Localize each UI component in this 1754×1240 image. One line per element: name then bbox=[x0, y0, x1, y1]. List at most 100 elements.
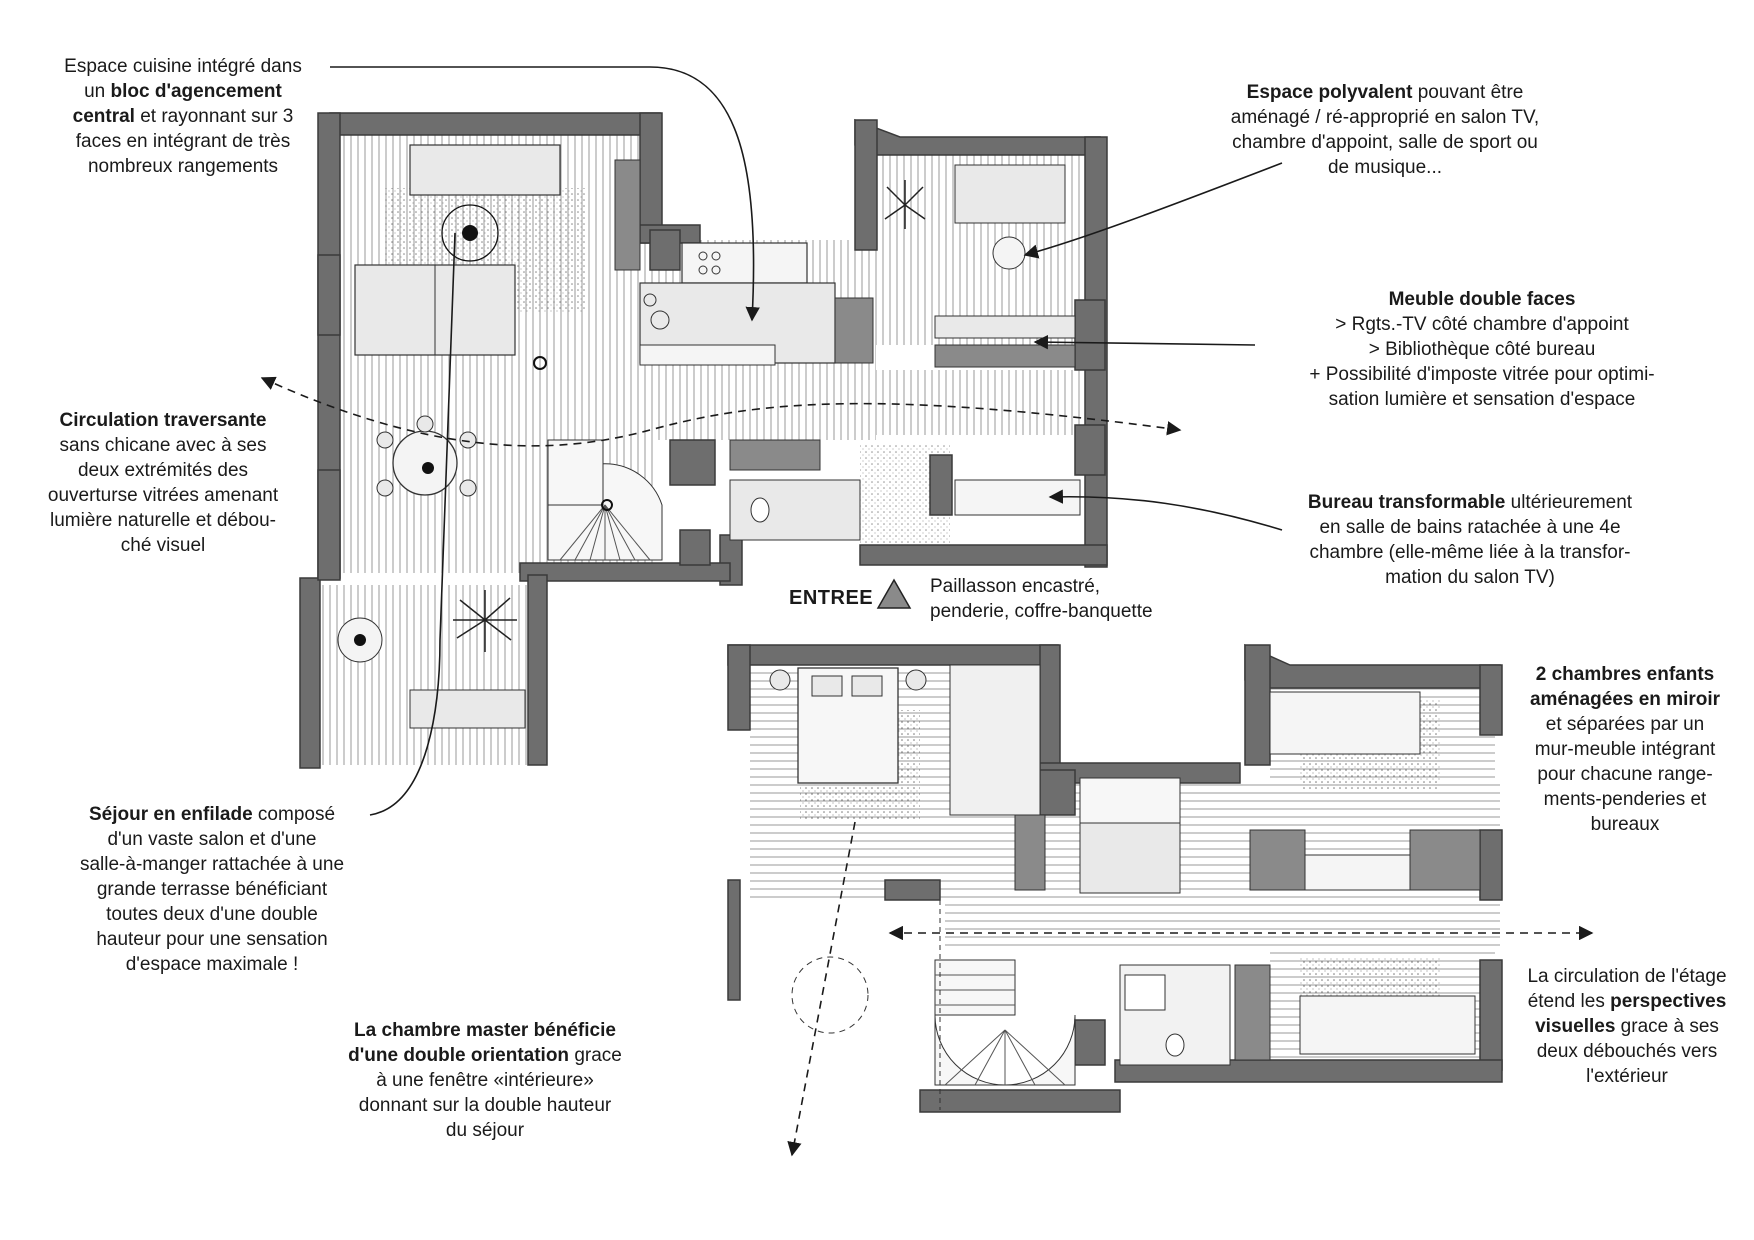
sofa-top bbox=[409, 144, 561, 196]
wall-top-left bbox=[329, 112, 661, 136]
master-void-circle bbox=[791, 956, 869, 1034]
note-master-line: La chambre master bénéficie bbox=[354, 1020, 616, 1041]
note-circulation-line: deux extrémités des bbox=[77, 460, 249, 481]
note-circulation-line: ouverturse vitrées amenant bbox=[47, 485, 279, 506]
leader-bureau bbox=[1048, 489, 1283, 531]
note-enfants-line: pour chacune range- bbox=[1537, 764, 1713, 785]
master-view-arrow bbox=[787, 821, 856, 1157]
note-master-line: à une fenêtre «intérieure» bbox=[376, 1070, 594, 1091]
plant-polyvalent bbox=[884, 180, 926, 229]
note-enfants-line: et séparées par un bbox=[1545, 714, 1705, 735]
wall-kitchen-right bbox=[639, 112, 663, 244]
leader-kitchen bbox=[330, 66, 760, 322]
note-entree-line: Paillasson encastré, bbox=[930, 576, 1101, 597]
note-sejour-line: hauteur pour une sensation bbox=[96, 929, 328, 950]
note-enfants-line: aménagées en miroir bbox=[1529, 689, 1721, 710]
window-right bbox=[1074, 299, 1106, 371]
kids-bed-1 bbox=[1269, 691, 1421, 755]
note-bureau-line: Bureau transformable ultérieurement bbox=[1307, 492, 1633, 513]
marker-kitchen-ring bbox=[441, 204, 499, 262]
circulation-arrow bbox=[260, 376, 1182, 447]
note-enfants-line: bureaux bbox=[1590, 814, 1660, 835]
note-etage-line: étend les perspectives bbox=[1527, 991, 1727, 1012]
upper-wall-core-1 bbox=[1039, 769, 1076, 816]
note-meuble-line: > Rgts.-TV côté chambre d'appoint bbox=[1335, 314, 1629, 335]
ground-stair bbox=[547, 439, 663, 561]
note-entree-line: penderie, coffre-banquette bbox=[930, 601, 1153, 622]
note-polyvalent-line: chambre d'appoint, salle de sport ou bbox=[1232, 132, 1538, 153]
kitchen-block bbox=[614, 159, 874, 366]
note-etage-line: deux débouchés vers bbox=[1536, 1041, 1718, 1062]
upper-bathroom bbox=[1014, 777, 1181, 894]
terrace-floor bbox=[315, 585, 547, 765]
note-circulation-line: lumière naturelle et débou- bbox=[49, 510, 277, 531]
note-circulation-line: Circulation traversante bbox=[59, 410, 267, 431]
entree-triangle-icon bbox=[876, 578, 912, 609]
window-left-2 bbox=[317, 469, 341, 581]
marker-terrace bbox=[354, 634, 366, 646]
upper-wall-core-2 bbox=[1074, 1019, 1106, 1066]
plant-terrace bbox=[453, 590, 517, 652]
marker-post bbox=[533, 356, 547, 370]
leader-meuble bbox=[1033, 334, 1256, 350]
wall-bottom-mid bbox=[519, 562, 731, 582]
note-etage-line: La circulation de l'étage bbox=[1527, 966, 1727, 987]
note-bureau-line: chambre (elle-même liée à la transfor- bbox=[1309, 542, 1631, 563]
note-entree: Paillasson encastré, penderie, coffre-ba… bbox=[930, 574, 1153, 624]
note-meuble-line: sation lumière et sensation d'espace bbox=[1328, 389, 1636, 410]
note-etage-line: l'extérieur bbox=[1586, 1066, 1668, 1087]
kids-storage-1 bbox=[1249, 829, 1306, 891]
note-sejour-line: Séjour en enfilade composé bbox=[88, 804, 336, 825]
note-kitchen-line: un bloc d'agencement bbox=[84, 81, 282, 102]
note-master: La chambre master bénéficie d'une double… bbox=[335, 1018, 635, 1143]
wc-room bbox=[729, 439, 861, 541]
master-bed bbox=[769, 667, 927, 784]
note-master-line: donnant sur la double hauteur bbox=[358, 1095, 612, 1116]
window-left-1 bbox=[317, 254, 341, 336]
upper-wall-kids-top bbox=[1244, 643, 1501, 689]
note-sejour-line: d'espace maximale ! bbox=[125, 954, 299, 975]
note-meuble-line: + Possibilité d'imposte vitrée pour opti… bbox=[1309, 364, 1655, 385]
wall-terrace-left bbox=[299, 577, 321, 769]
marker-stair bbox=[601, 499, 613, 511]
wall-core-1 bbox=[649, 229, 681, 271]
upper-wall-bottom-mid bbox=[919, 1089, 1121, 1113]
upper-wall-kids-left bbox=[1244, 644, 1271, 766]
note-kitchen-line: central et rayonnant sur 3 bbox=[72, 106, 294, 127]
kids-bed-2 bbox=[1299, 995, 1476, 1055]
note-meuble-line: Meuble double faces bbox=[1388, 289, 1576, 310]
note-enfants-line: mur-meuble intégrant bbox=[1534, 739, 1716, 760]
note-polyvalent-line: aménagé / ré-approprié en salon TV, bbox=[1230, 107, 1540, 128]
note-kitchen-line: faces en intégrant de très bbox=[75, 131, 291, 152]
upper-wall-right-3 bbox=[1479, 959, 1503, 1071]
note-sejour-line: grande terrasse bénéficiant bbox=[96, 879, 328, 900]
note-bureau: Bureau transformable ultérieurement en s… bbox=[1280, 490, 1660, 590]
upper-wall-left bbox=[727, 644, 751, 731]
entree-label: ENTREE bbox=[789, 587, 874, 609]
note-kitchen-line: nombreux rangements bbox=[87, 156, 279, 177]
note-bureau-line: mation du salon TV) bbox=[1385, 567, 1555, 588]
leader-sejour bbox=[369, 232, 456, 816]
upper-wall-right-1 bbox=[1479, 664, 1503, 736]
double-face-furniture bbox=[934, 315, 1076, 368]
note-kitchen-line: Espace cuisine intégré dans bbox=[64, 56, 302, 77]
marker-kitchen bbox=[462, 225, 478, 241]
note-polyvalent: Espace polyvalent pouvant être aménagé /… bbox=[1210, 80, 1560, 180]
marker-dining bbox=[422, 462, 434, 474]
wall-polyvalent-top bbox=[854, 118, 1101, 156]
wall-terrace-right bbox=[527, 574, 548, 766]
note-enfants-line: ments-penderies et bbox=[1543, 789, 1707, 810]
kids-desk bbox=[1304, 854, 1411, 891]
note-circulation-line: ché visuel bbox=[120, 535, 206, 556]
wall-bottom-right bbox=[859, 544, 1108, 566]
upper-stair bbox=[934, 959, 1076, 1086]
note-meuble: Meuble double faces > Rgts.-TV côté cham… bbox=[1262, 287, 1702, 412]
wall-core-2 bbox=[679, 529, 711, 566]
upper-floor-plan bbox=[727, 643, 1503, 1113]
note-sejour: Séjour en enfilade composé d'un vaste sa… bbox=[52, 802, 372, 977]
note-circulation-line: sans chicane avec à ses bbox=[59, 435, 267, 456]
leader-polyvalent bbox=[1023, 162, 1283, 259]
wall-bath-block bbox=[669, 439, 716, 486]
note-meuble-line: > Bibliothèque côté bureau bbox=[1368, 339, 1596, 360]
